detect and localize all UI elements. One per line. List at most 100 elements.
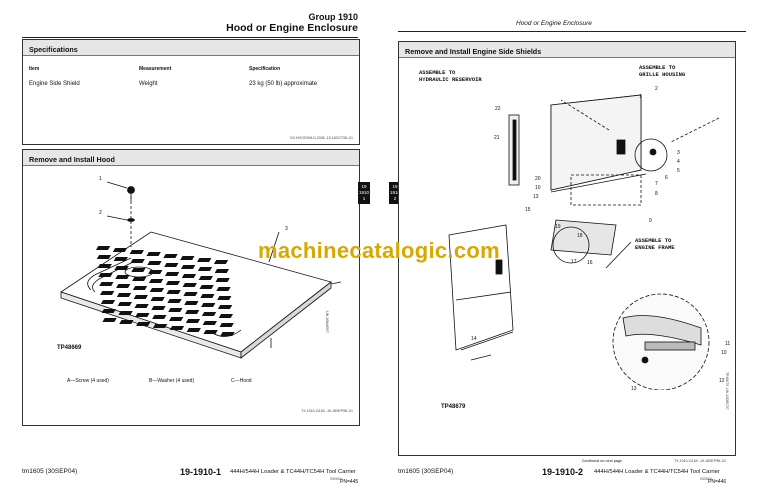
hood-vent-slot (148, 279, 164, 283)
hood-reference: TX,1910,1116X -19-18SEP98-1/1 (301, 409, 353, 413)
left-page: Group 1910 Hood or Engine Enclosure Spec… (0, 0, 380, 497)
watermark: machinecatalogic.com (258, 238, 500, 263)
hood-side-code: -UN-30MAR97 (325, 310, 329, 333)
hood-vent-slot (99, 282, 114, 286)
spec-reference: DX,HOODSHLD,2006 -19-16OCT98-1/1 (290, 136, 353, 140)
hood-vent-slot (97, 264, 112, 268)
hood-vent-slot (218, 314, 234, 318)
hood-procedure-title: Remove and Install Hood (23, 150, 359, 166)
section-tab-left: 19 1910 1 (358, 182, 370, 204)
hood-figure-label: TP48669 (57, 345, 82, 351)
hood-vent-slot (147, 261, 162, 265)
hood-vent-slot (131, 268, 146, 272)
hood-vent-slot (151, 306, 166, 310)
callout-13: 13 (533, 194, 539, 200)
hood-vent-slot (219, 323, 234, 327)
callout-12: 12 (719, 378, 725, 384)
hood-vent-slot (115, 275, 130, 279)
hood-vent-slot (169, 326, 185, 330)
side-shields-illustration (448, 94, 720, 390)
group-title: Hood or Engine Enclosure (226, 22, 358, 34)
callout-21: 21 (494, 135, 500, 141)
hood-vent-slot (152, 315, 167, 319)
hood-vent-slot (163, 254, 178, 258)
hood-vent-slot (118, 311, 133, 315)
hood-vent-slot (132, 286, 148, 290)
hood-vent-slot (186, 328, 201, 332)
hood-vent-slot (101, 309, 116, 313)
hood-vent-slot (220, 332, 235, 336)
hood-vent-slot (134, 304, 149, 308)
hood-vent-slot (150, 297, 165, 301)
hood-vent-slot (96, 255, 112, 259)
callout-10: 10 (535, 185, 541, 191)
hood-vent-slot (102, 318, 117, 322)
callout-7: 7 (655, 181, 658, 187)
hood-vent-slot (132, 277, 147, 281)
callout-18: 18 (577, 233, 583, 239)
callout-6: 6 (665, 175, 668, 181)
footer-page-number-right: 19-1910-2 (542, 467, 584, 477)
callout-16: 16 (587, 260, 593, 266)
tab-right-page: 2 (393, 196, 397, 201)
col-header-specification: Specification (249, 66, 281, 72)
hood-vent-slot (167, 299, 182, 303)
hood-callout-3: 3 (285, 226, 288, 232)
hood-vent-slot (200, 294, 215, 298)
continued-note: Continued on next page (582, 459, 622, 463)
hood-vent-slot (182, 283, 197, 287)
hood-vent-slot (183, 292, 198, 296)
shields-figure-label: TP48679 (441, 404, 466, 410)
hood-vent-slot (152, 324, 168, 328)
hood-vent-slot (168, 317, 184, 321)
callout-10-lower: 10 (721, 350, 727, 356)
shields-reference: TX,1910,1116X -19-18SEP98-1/2 (674, 459, 726, 463)
callout-5: 5 (677, 168, 680, 174)
tab-left-group: 1910 (358, 190, 369, 195)
right-page: Hood or Engine Enclosure Remove and Inst… (388, 0, 768, 497)
running-header: Hood or Engine Enclosure (516, 20, 592, 27)
side-shields-box: Remove and Install Engine Side Shields (398, 41, 736, 456)
caption-hood: C—Hood (231, 378, 252, 384)
callout-15: 15 (525, 207, 531, 213)
specifications-box: Specifications Item Measurement Specific… (22, 39, 360, 145)
hood-vent-slot (180, 256, 195, 260)
hood-vent-slot (117, 302, 132, 306)
hood-vent-slot (217, 296, 232, 300)
hood-vent-slot (202, 321, 217, 325)
hood-vent-slot (119, 320, 134, 324)
note-hydraulic-reservoir: ASSEMBLE TO HYDRAULIC RESERVOIR (419, 69, 482, 83)
tab-left-section: 19 (361, 184, 367, 189)
hood-vent-slot (197, 258, 212, 262)
callout-14: 14 (471, 336, 477, 342)
hood-vent-slot (146, 252, 161, 256)
hood-vent-slot (201, 303, 216, 307)
hood-vent-slot (198, 276, 213, 280)
hood-vent-slot (185, 319, 201, 323)
hood-vent-slot (217, 305, 233, 309)
hood-callout-2: 2 (99, 210, 102, 216)
callout-11: 11 (725, 341, 731, 347)
group-heading: Group 1910 Hood or Engine Enclosure (226, 12, 358, 34)
hood-vent-slot (164, 272, 180, 276)
hood-vent-slot (197, 267, 213, 271)
footer-code-right: 050504 (700, 477, 712, 481)
tab-left-page: 1 (362, 196, 366, 201)
footer-model-right: 444H/544H Loader & TC44H/TC54H Tool Carr… (594, 469, 720, 475)
callout-19: 19 (555, 224, 561, 230)
footer-page-number: 19-1910-1 (180, 467, 222, 477)
group-number: Group 1910 (308, 12, 358, 22)
footer-pn-right: PN=446 (708, 479, 727, 485)
hood-vent-slot (116, 293, 132, 297)
hood-vent-slot (168, 308, 183, 312)
side-shields-title: Remove and Install Engine Side Shields (399, 42, 735, 58)
callout-13-lower: 13 (631, 386, 637, 392)
specifications-title: Specifications (23, 40, 359, 56)
hood-procedure-box: Remove and Install Hood (22, 149, 360, 426)
hood-vent-slot (214, 269, 229, 273)
callout-20: 20 (535, 176, 541, 182)
hood-vent-slot (201, 312, 217, 316)
hood-vent-slot (203, 330, 218, 334)
hood-vent-slot (216, 287, 231, 291)
footer-model: 444H/544H Loader & TC44H/TC54H Tool Carr… (230, 469, 356, 475)
